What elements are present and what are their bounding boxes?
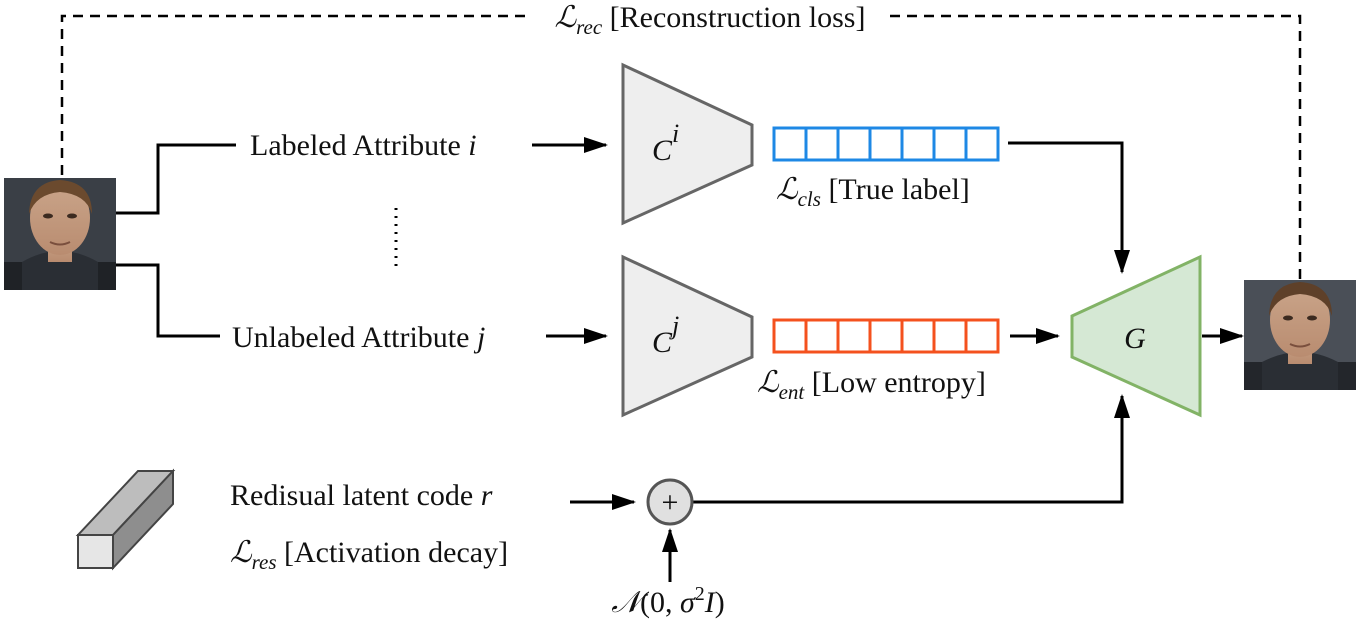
labeled-attribute-label: Labeled Attribute i (250, 129, 477, 162)
latent-block-icon (75, 468, 176, 571)
encoder-j-trapezoid (621, 254, 754, 418)
output-face-image (1244, 280, 1356, 390)
encoder-i-trapezoid (621, 62, 754, 226)
ent-loss-label: ℒent [Low entropy] (757, 365, 986, 404)
sum-node (646, 478, 694, 526)
input-branch-lower (116, 263, 220, 338)
input-face-image (4, 178, 116, 290)
reconstruction-loop-right (890, 14, 1302, 280)
noise-label: 𝒩(0, σ2I) (611, 583, 725, 620)
generator-trapezoid (1070, 254, 1202, 418)
sum-to-generator-arrow (692, 394, 1130, 504)
ent-output-vector (772, 318, 1000, 354)
cls-to-generator-arrow (1008, 141, 1130, 274)
encoder-i-label: Ci (652, 119, 679, 167)
unlabeled-attribute-label: Unlabeled Attribute j (232, 321, 485, 354)
sum-node-symbol: + (662, 486, 679, 519)
reconstruction-loss-label: ℒrec [Reconstruction loss] (555, 0, 866, 39)
input-branch-upper (116, 143, 236, 215)
res-loss-label: ℒres [Activation decay] (230, 535, 508, 574)
reconstruction-loop-left (60, 14, 530, 175)
cls-loss-label: ℒcls [True label] (776, 172, 970, 211)
residual-code-label: Redisual latent code r (230, 479, 493, 512)
cls-output-vector (772, 126, 1000, 162)
generator-label: G (1124, 322, 1146, 355)
encoder-j-label: Cj (652, 311, 679, 359)
